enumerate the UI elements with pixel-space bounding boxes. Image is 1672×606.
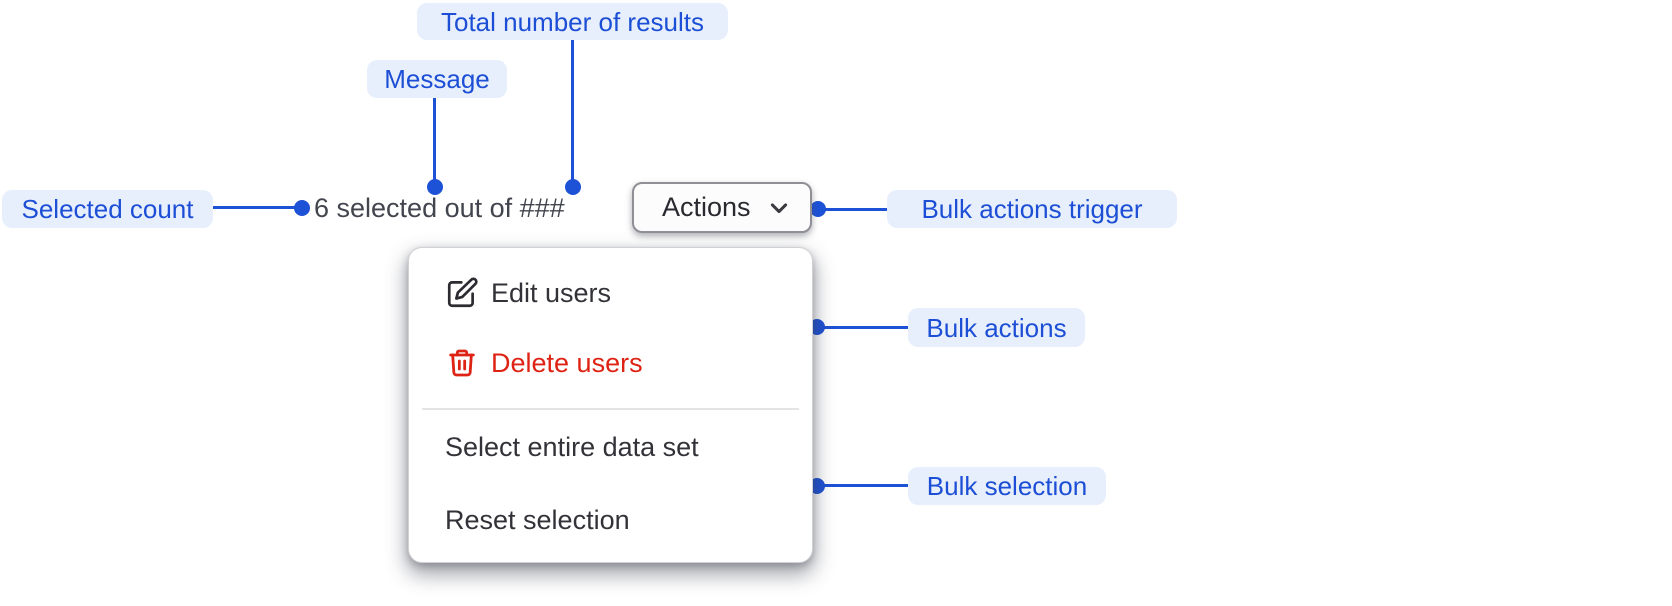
pencil-square-icon [445, 276, 479, 310]
annotation-message: Message [367, 60, 507, 98]
actions-button-label: Actions [662, 192, 751, 222]
menu-item-label: Delete users [491, 347, 643, 378]
connector-dot-selected-count [294, 200, 310, 216]
connector-line-total-results [571, 39, 574, 180]
menu-item-label: Edit users [491, 277, 612, 308]
bulk-actions-trigger-button[interactable]: Actions [632, 182, 812, 233]
connector-line-bulk-actions-trigger [824, 208, 888, 211]
selection-count-message: 6 selected out of ### [314, 193, 565, 223]
trash-icon [445, 346, 479, 380]
connector-line-selected-count [210, 206, 298, 209]
annotation-selected-count: Selected count [2, 190, 213, 228]
menu-item-label: Reset selection [445, 504, 630, 535]
connector-line-bulk-actions [823, 326, 909, 329]
menu-item-label: Select entire data set [445, 431, 699, 462]
menu-item-edit-users[interactable]: Edit users [409, 258, 812, 328]
connector-dot-message [427, 179, 443, 195]
connector-line-bulk-selection [823, 484, 909, 487]
annotation-bulk-actions-trigger: Bulk actions trigger [887, 190, 1177, 228]
annotation-bulk-selection: Bulk selection [908, 467, 1106, 505]
menu-item-delete-users[interactable]: Delete users [409, 328, 812, 398]
connector-dot-bulk-actions-trigger [810, 201, 826, 217]
menu-item-reset-selection[interactable]: Reset selection [409, 485, 812, 555]
connector-line-message [433, 98, 436, 180]
menu-item-select-entire-data-set[interactable]: Select entire data set [409, 412, 812, 482]
connector-dot-total-results [565, 179, 581, 195]
chevron-down-icon [768, 197, 790, 219]
bulk-actions-dropdown-menu: Edit users Delete users Select entire da… [408, 247, 813, 563]
connector-dot-bulk-actions [809, 319, 825, 335]
connector-dot-bulk-selection [809, 478, 825, 494]
menu-divider [422, 408, 799, 410]
annotation-total-results: Total number of results [417, 3, 728, 40]
annotation-bulk-actions: Bulk actions [908, 308, 1085, 347]
